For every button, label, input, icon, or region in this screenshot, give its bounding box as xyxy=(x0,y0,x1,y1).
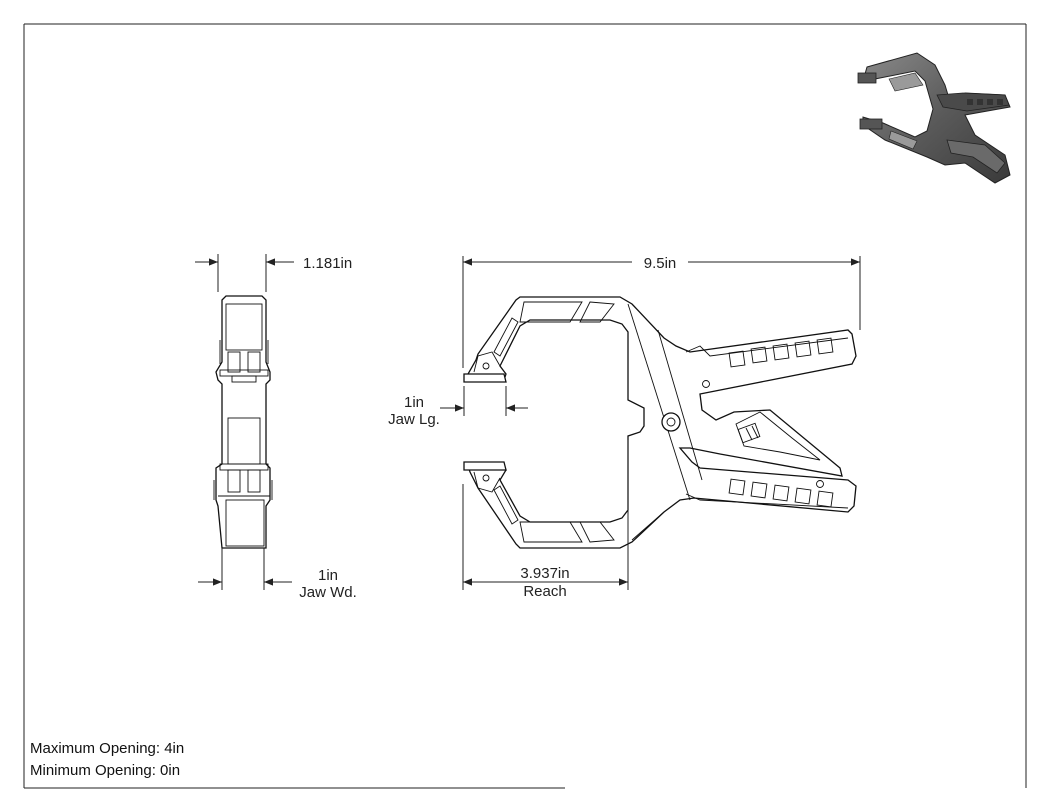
side-view xyxy=(213,295,273,549)
isometric-view xyxy=(857,52,1011,184)
dim-side-width xyxy=(195,254,294,292)
side-width-label: 1.181in xyxy=(303,255,352,272)
overall-length-label: 9.5in xyxy=(644,255,677,272)
jaw-length-value: 1in xyxy=(404,394,424,411)
dim-jaw-width xyxy=(198,548,292,590)
dim-overall-length xyxy=(462,256,861,368)
dim-reach xyxy=(462,440,629,590)
jaw-length-label: Jaw Lg. xyxy=(388,411,440,428)
reach-value: 3.937in xyxy=(520,565,569,582)
dim-jaw-length xyxy=(440,386,528,416)
reach-label: Reach xyxy=(523,583,566,600)
jaw-width-label: Jaw Wd. xyxy=(299,584,357,601)
front-view xyxy=(463,296,857,549)
jaw-width-value: 1in xyxy=(318,567,338,584)
max-opening-spec: Maximum Opening: 4in xyxy=(30,740,185,757)
sheet-border xyxy=(23,23,1027,789)
min-opening-spec: Minimum Opening: 0in xyxy=(30,762,181,779)
